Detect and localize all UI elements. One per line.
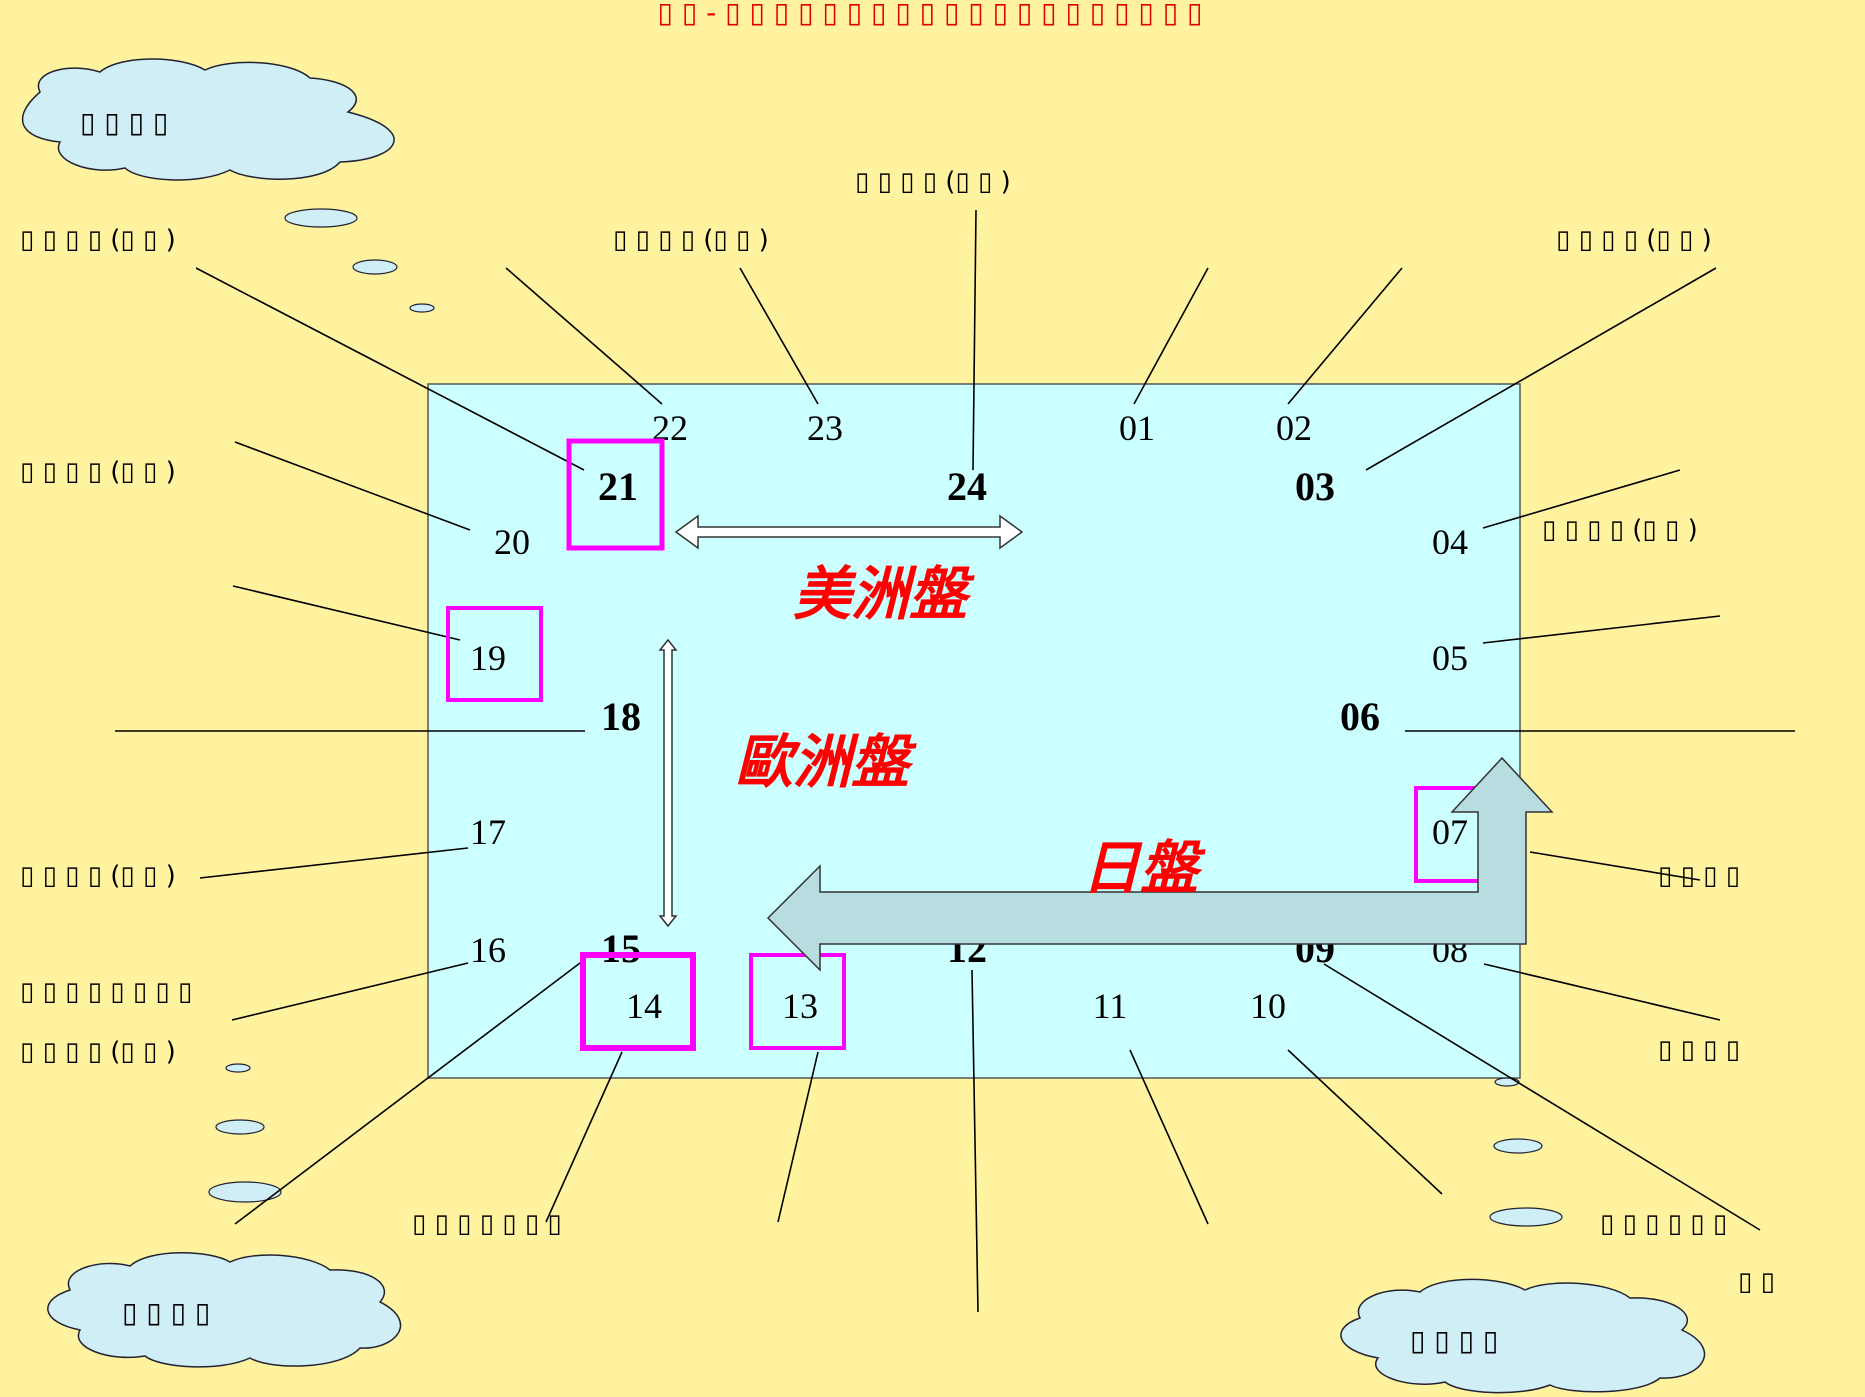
highlight-hour-19 [446, 606, 543, 702]
cloud-bottom-left-label: ▯ ▯ ▯ ▯ [122, 1296, 210, 1329]
hour-23: 23 [807, 408, 843, 448]
hour-10: 10 [1250, 986, 1286, 1026]
market-americas-label: 美洲盤 [793, 560, 975, 628]
callout-top-left: ▯ ▯ ▯ ▯ (▯ ▯ ) [20, 225, 176, 255]
callout-labels: ▯ ▯ ▯ ▯ (▯ ▯ ) ▯ ▯ ▯ ▯ (▯ ▯ ) ▯ ▯ ▯ ▯ (▯… [20, 167, 1775, 1297]
hour-24: 24 [947, 464, 987, 509]
hour-04: 04 [1432, 522, 1468, 562]
page-title: ▯ ▯ - ▯ ▯ ▯ ▯ ▯ ▯ ▯ ▯ ▯ ▯ ▯ ▯ ▯ ▯ ▯ ▯ ▯ … [658, 0, 1203, 29]
highlight-hour-13 [749, 953, 846, 1050]
hour-11: 11 [1093, 986, 1128, 1026]
callout-lines [115, 209, 1795, 1313]
callout-bottom-14: ▯ ▯ ▯ ▯ ▯ ▯ ▯ [412, 1209, 562, 1239]
highlight-boxes [446, 438, 1495, 1051]
bubble [1493, 1138, 1543, 1154]
callout-left-17: ▯ ▯ ▯ ▯ (▯ ▯ ) [20, 861, 176, 891]
hour-13: 13 [782, 986, 818, 1026]
hour-01: 01 [1119, 408, 1155, 448]
callout-bottom-right-line2: ▯ ▯ [1738, 1267, 1775, 1297]
hour-17: 17 [470, 812, 506, 852]
cloud-bottom-right-label: ▯ ▯ ▯ ▯ [1410, 1324, 1498, 1357]
callout-right-07: ▯ ▯ ▯ ▯ [1658, 861, 1740, 891]
callout-top-right: ▯ ▯ ▯ ▯ (▯ ▯ ) [1556, 225, 1712, 255]
bubble [215, 1119, 265, 1135]
clock-panel [427, 383, 1521, 1079]
callout-left-16-line1: ▯ ▯ ▯ ▯ ▯ ▯ ▯ ▯ [20, 977, 192, 1007]
callout-left-16-line2: ▯ ▯ ▯ ▯ (▯ ▯ ) [20, 1037, 176, 1067]
hour-16: 16 [470, 930, 506, 970]
bubble [1494, 1077, 1520, 1087]
americas-span-arrow [674, 514, 1024, 550]
asia-session-arrow [766, 756, 1554, 972]
market-europe-label: 歐洲盤 [735, 728, 917, 796]
callout-left-20: ▯ ▯ ▯ ▯ (▯ ▯ ) [20, 457, 176, 487]
callout-top-mid-left: ▯ ▯ ▯ ▯ (▯ ▯ ) [613, 225, 769, 255]
callout-right-08: ▯ ▯ ▯ ▯ [1658, 1035, 1740, 1065]
highlight-hour-21 [566, 438, 665, 551]
market-asia-label: 日盤 [1082, 834, 1206, 902]
callout-top-center: ▯ ▯ ▯ ▯ (▯ ▯ ) [855, 167, 1011, 197]
hour-18: 18 [601, 694, 641, 739]
bubble [225, 1063, 251, 1073]
cloud-top-left: ▯ ▯ ▯ ▯ [21, 58, 395, 181]
hour-labels: 22 23 01 02 20 04 19 05 17 07 16 08 14 1… [470, 408, 1468, 1026]
callout-bottom-right-line1: ▯ ▯ ▯ ▯ ▯ ▯ [1600, 1209, 1727, 1239]
cloud-top-left-label: ▯ ▯ ▯ ▯ [80, 106, 168, 139]
hour-06: 06 [1340, 694, 1380, 739]
hour-03: 03 [1295, 464, 1335, 509]
hour-07: 07 [1432, 812, 1468, 852]
hour-20: 20 [494, 522, 530, 562]
bubble [352, 259, 398, 275]
hour-14: 14 [626, 986, 662, 1026]
hour-21: 21 [598, 464, 638, 509]
bubble [208, 1181, 282, 1203]
bubble [409, 303, 435, 313]
hour-05: 05 [1432, 638, 1468, 678]
hour-19: 19 [470, 638, 506, 678]
cloud-bottom-right: ▯ ▯ ▯ ▯ [1340, 1278, 1706, 1394]
highlight-hour-14 [580, 952, 696, 1051]
callout-right-04: ▯ ▯ ▯ ▯ (▯ ▯ ) [1542, 515, 1698, 545]
europe-span-arrow [658, 638, 678, 928]
hour-02: 02 [1276, 408, 1312, 448]
bubble [284, 208, 358, 228]
bubble [1489, 1207, 1563, 1227]
cloud-bottom-left: ▯ ▯ ▯ ▯ [47, 1252, 402, 1368]
hour-15: 15 [601, 926, 641, 971]
